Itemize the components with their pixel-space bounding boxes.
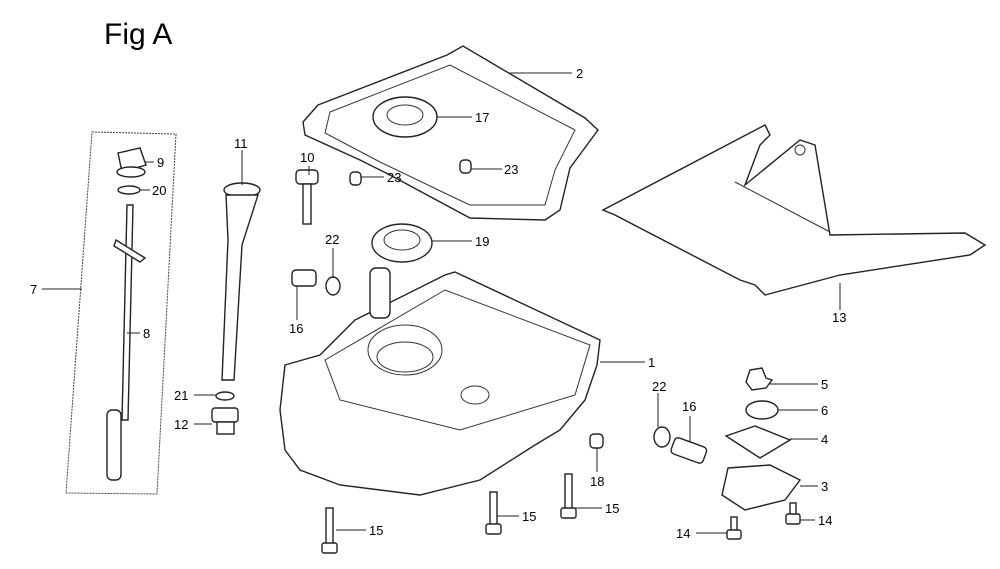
part-label-8: 8	[143, 326, 150, 341]
sensor-drawing	[295, 169, 319, 225]
drain-bolt-drawing	[291, 269, 317, 287]
washer-drawing	[325, 276, 341, 296]
leader-lines	[42, 72, 841, 534]
cover-plate-drawing	[721, 464, 802, 511]
dowel-pin-drawing	[349, 171, 362, 186]
part-label-23a: 23	[504, 162, 518, 177]
part-label-19: 19	[475, 234, 489, 249]
part-label-13: 13	[832, 310, 846, 325]
bolt-drawing	[726, 516, 742, 540]
flange-bolt-drawing	[560, 473, 577, 519]
governor-part-drawing	[745, 367, 774, 391]
part-label-11: 11	[234, 136, 248, 151]
part-label-18: 18	[590, 474, 604, 489]
bearing-drawing	[372, 96, 438, 138]
crankcase-cover-drawing	[279, 267, 601, 496]
part-label-12: 12	[174, 417, 188, 432]
oil-cap-drawing	[116, 147, 147, 178]
part-label-17: 17	[475, 110, 489, 125]
dowel-pin-drawing	[459, 159, 472, 174]
part-label-22a: 22	[325, 232, 339, 247]
dipstick-assembly-box	[65, 131, 177, 495]
washer-drawing	[215, 391, 235, 401]
part-label-15c: 15	[605, 501, 619, 516]
flange-bolt-drawing	[321, 507, 338, 554]
part-label-7: 7	[30, 282, 37, 297]
flange-bolt-drawing	[485, 491, 502, 535]
part-label-4: 4	[821, 432, 828, 447]
part-label-15a: 15	[369, 523, 383, 538]
drain-bolt-drawing	[670, 437, 708, 464]
part-label-6: 6	[821, 403, 828, 418]
shield-plate-drawing	[601, 124, 987, 296]
gasket-drawing	[302, 45, 599, 221]
figure-title: Fig A	[104, 18, 173, 51]
part-label-9: 9	[157, 155, 164, 170]
part-label-16b: 16	[682, 399, 696, 414]
part-label-23b: 23	[387, 170, 401, 185]
washer-drawing	[653, 426, 671, 448]
part-label-10: 10	[300, 150, 314, 165]
dipstick-drawing	[106, 204, 147, 481]
o-ring-drawing	[117, 185, 141, 195]
part-label-21: 21	[174, 388, 188, 403]
o-ring-gasket-drawing	[724, 425, 792, 459]
part-label-3: 3	[821, 479, 828, 494]
bolt-drawing	[785, 502, 801, 525]
part-label-5: 5	[821, 377, 828, 392]
drain-plug-drawing	[211, 407, 239, 435]
part-label-16a: 16	[289, 321, 303, 336]
part-label-20: 20	[152, 183, 166, 198]
part-label-14a: 14	[676, 526, 690, 541]
oil-seal-drawing	[371, 223, 433, 263]
part-label-15b: 15	[522, 509, 536, 524]
part-label-2: 2	[576, 66, 583, 81]
part-label-1: 1	[648, 355, 655, 370]
part-label-22b: 22	[652, 379, 666, 394]
oil-filler-tube-drawing	[221, 182, 261, 381]
washer-drawing	[745, 400, 779, 420]
part-label-14b: 14	[818, 513, 832, 528]
collar-drawing	[589, 433, 604, 449]
